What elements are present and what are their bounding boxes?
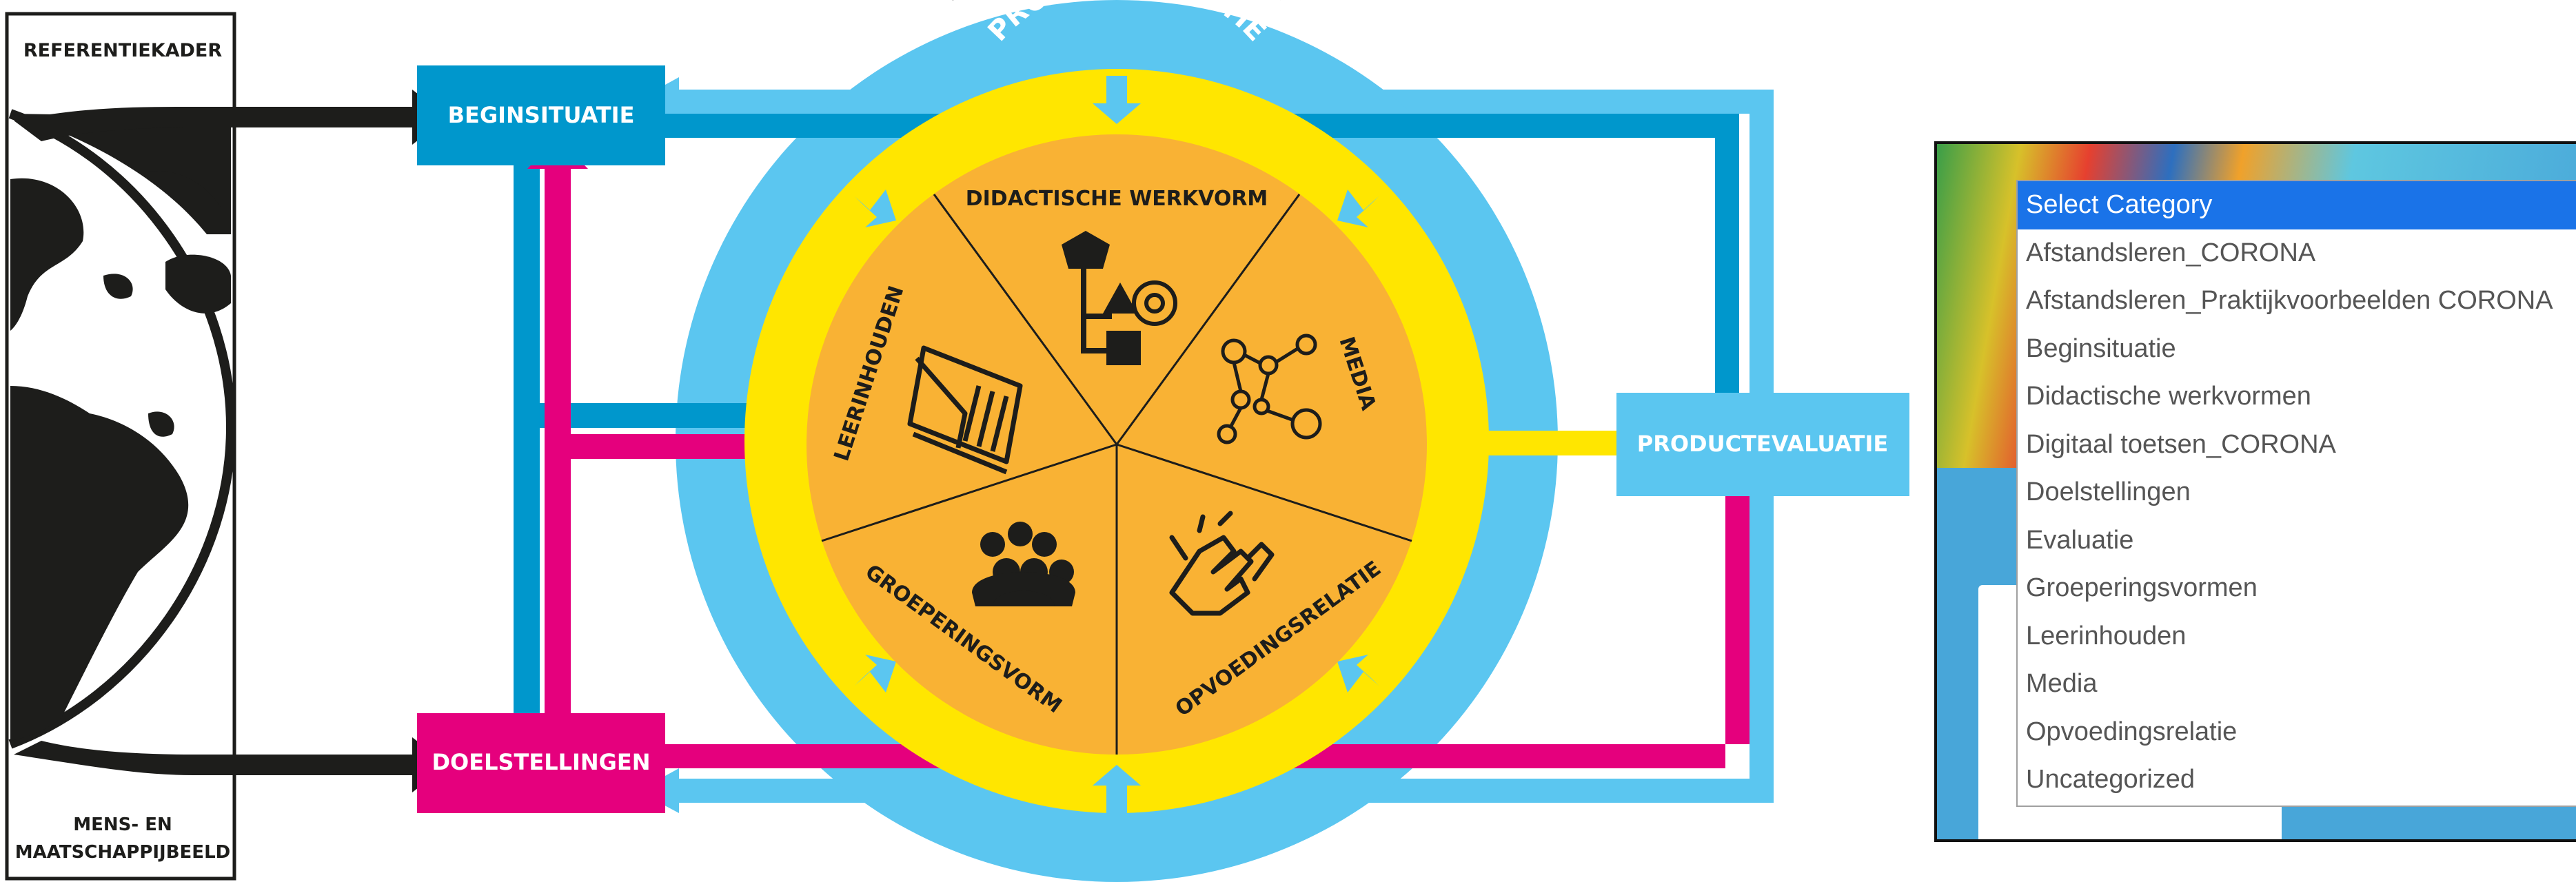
category-option[interactable]: Beginsituatie — [2026, 334, 2176, 363]
category-option[interactable]: Leerinhouden — [2026, 621, 2187, 650]
segment-dividers — [821, 194, 1412, 755]
doelstellingen-to-beginsituatie-arrow — [527, 138, 786, 717]
category-option[interactable]: Uncategorized — [2026, 765, 2195, 794]
beginsituatie-label: BEGINSITUATIE — [448, 102, 635, 128]
category-option[interactable]: Opvoedingsrelatie — [2026, 717, 2238, 746]
category-option[interactable]: Didactische werkvormen — [2026, 382, 2311, 411]
open-book-icon — [907, 345, 1023, 475]
group-people-icon — [972, 522, 1075, 606]
segment-didactische-werkvorm: DIDACTISCHE WERKVORM — [966, 187, 1268, 211]
clapping-hands-icon — [1169, 511, 1275, 616]
referentiekader-label: REFERENTIEKADER — [23, 40, 223, 61]
productevaluatie-label: PRODUCTEVALUATIE — [1637, 431, 1889, 457]
beginsituatie-box — [417, 65, 665, 165]
doelstellingen-label: DOELSTELLINGEN — [432, 749, 650, 775]
category-option[interactable]: Afstandsleren_CORONA — [2026, 238, 2316, 267]
productevaluatie-box — [1616, 393, 1909, 496]
category-option[interactable]: Media — [2026, 669, 2098, 698]
doelstellingen-box — [417, 713, 665, 813]
category-option[interactable]: Evaluatie — [2026, 525, 2134, 555]
category-option[interactable]: Groeperingsvormen — [2026, 573, 2258, 602]
network-icon — [1217, 334, 1322, 444]
hierarchy-gear-icon — [1062, 231, 1177, 365]
category-option[interactable]: Doelstellingen — [2026, 478, 2191, 506]
select-category-option[interactable]: Select Category — [2018, 181, 2576, 229]
category-option[interactable]: Afstandsleren_Praktijkvoorbeelden CORONA — [2026, 286, 2553, 315]
category-option[interactable]: Digitaal toetsen_CORONA — [2026, 429, 2336, 459]
mens-label-line1: MENS- EN — [73, 814, 172, 835]
globe-icon — [8, 109, 236, 749]
procesevaluatie-small-arrows — [855, 76, 1379, 813]
mens-label-line2: MAATSCHAPPIJBEELD — [15, 842, 230, 863]
